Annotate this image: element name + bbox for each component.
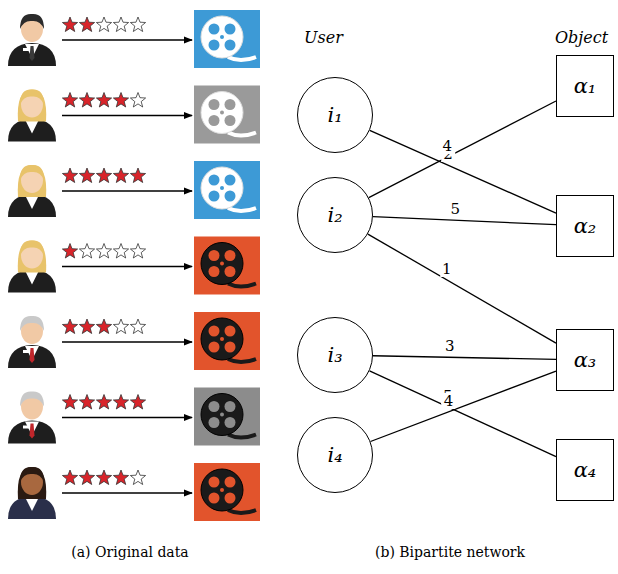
rating-star (79, 17, 94, 32)
edge-weight: 5 (449, 201, 463, 217)
rating-star (62, 17, 77, 32)
rating-star (79, 93, 94, 108)
rating-star (79, 470, 94, 485)
node-label: α₁ (574, 74, 597, 98)
node-label: i₂ (327, 203, 342, 227)
edge-weight: 1 (440, 261, 454, 277)
rating-row (8, 86, 260, 144)
rating-arrow (62, 417, 192, 418)
rating-star (62, 395, 77, 410)
rating-edge (373, 217, 556, 225)
rating-star (113, 244, 128, 259)
user-node: i₁ (297, 77, 373, 153)
node-label: i₁ (327, 103, 342, 127)
rating-star (130, 319, 145, 334)
movie-icon (194, 463, 260, 521)
user-node: i₃ (297, 317, 373, 393)
rating-star (62, 244, 77, 259)
user-avatar (8, 14, 56, 66)
user-avatar (8, 391, 56, 443)
rating-star (96, 17, 111, 32)
rating-star (130, 93, 145, 108)
column-heading: Object (555, 28, 608, 47)
rating-star (62, 319, 77, 334)
rating-row (8, 312, 260, 370)
rating-arrow (62, 39, 192, 40)
rating-star (79, 319, 94, 334)
rating-star (113, 470, 128, 485)
rating-edge (370, 371, 556, 457)
rating-star (96, 395, 111, 410)
movie-icon (194, 10, 260, 68)
panel-caption: (a) Original data (71, 544, 188, 560)
node-label: i₄ (327, 443, 342, 467)
rating-star (62, 470, 77, 485)
rating-row (8, 161, 260, 219)
rating-star (113, 17, 128, 32)
rating-star (130, 395, 145, 410)
rating-star (130, 470, 145, 485)
object-node: α₄ (556, 439, 614, 501)
rating-star (79, 395, 94, 410)
rating-edge (370, 130, 556, 213)
rating-arrow (62, 190, 192, 191)
rating-star (96, 93, 111, 108)
movie-icon (194, 86, 260, 144)
object-node: α₂ (556, 195, 614, 257)
movie-icon (194, 237, 260, 295)
rating-edge (368, 234, 556, 343)
rating-row (8, 237, 260, 295)
rating-star (96, 168, 111, 183)
column-heading: User (304, 28, 343, 47)
rating-arrow (62, 492, 192, 493)
user-avatar (8, 165, 56, 217)
rating-star (130, 168, 145, 183)
movie-icon (194, 161, 260, 219)
user-node: i₂ (297, 177, 373, 253)
object-node: α₁ (556, 55, 614, 117)
user-avatar (8, 89, 56, 141)
rating-star (113, 168, 128, 183)
rating-star (79, 244, 94, 259)
rating-arrow (62, 115, 192, 116)
edge-weight: 4 (442, 393, 456, 409)
movie-icon (194, 312, 260, 370)
rating-arrow (62, 266, 192, 267)
rating-star (130, 244, 145, 259)
rating-arrow (62, 341, 192, 342)
rating-row (8, 10, 260, 68)
rating-row (8, 388, 260, 446)
rating-star (113, 93, 128, 108)
rating-star (96, 244, 111, 259)
rating-star (96, 319, 111, 334)
edge-weight: 4 (441, 138, 455, 154)
user-node: i₄ (297, 417, 373, 493)
rating-edge (371, 371, 556, 441)
rating-star (62, 93, 77, 108)
object-node: α₃ (556, 329, 614, 391)
rating-star (113, 319, 128, 334)
rating-star (62, 168, 77, 183)
rating-edge (373, 356, 556, 360)
rating-star (96, 470, 111, 485)
user-avatar (8, 316, 56, 368)
node-label: α₃ (574, 348, 597, 372)
movie-icon (194, 388, 260, 446)
rating-edge (369, 101, 556, 198)
rating-star (113, 395, 128, 410)
edge-weight: 3 (443, 338, 457, 354)
rating-star (130, 17, 145, 32)
node-label: α₄ (574, 458, 597, 482)
user-avatar (8, 240, 56, 292)
node-label: i₃ (327, 343, 342, 367)
rating-star (79, 168, 94, 183)
user-avatar (8, 467, 56, 519)
panel-caption: (b) Bipartite network (375, 544, 525, 560)
node-label: α₂ (574, 214, 597, 238)
rating-row (8, 463, 260, 521)
